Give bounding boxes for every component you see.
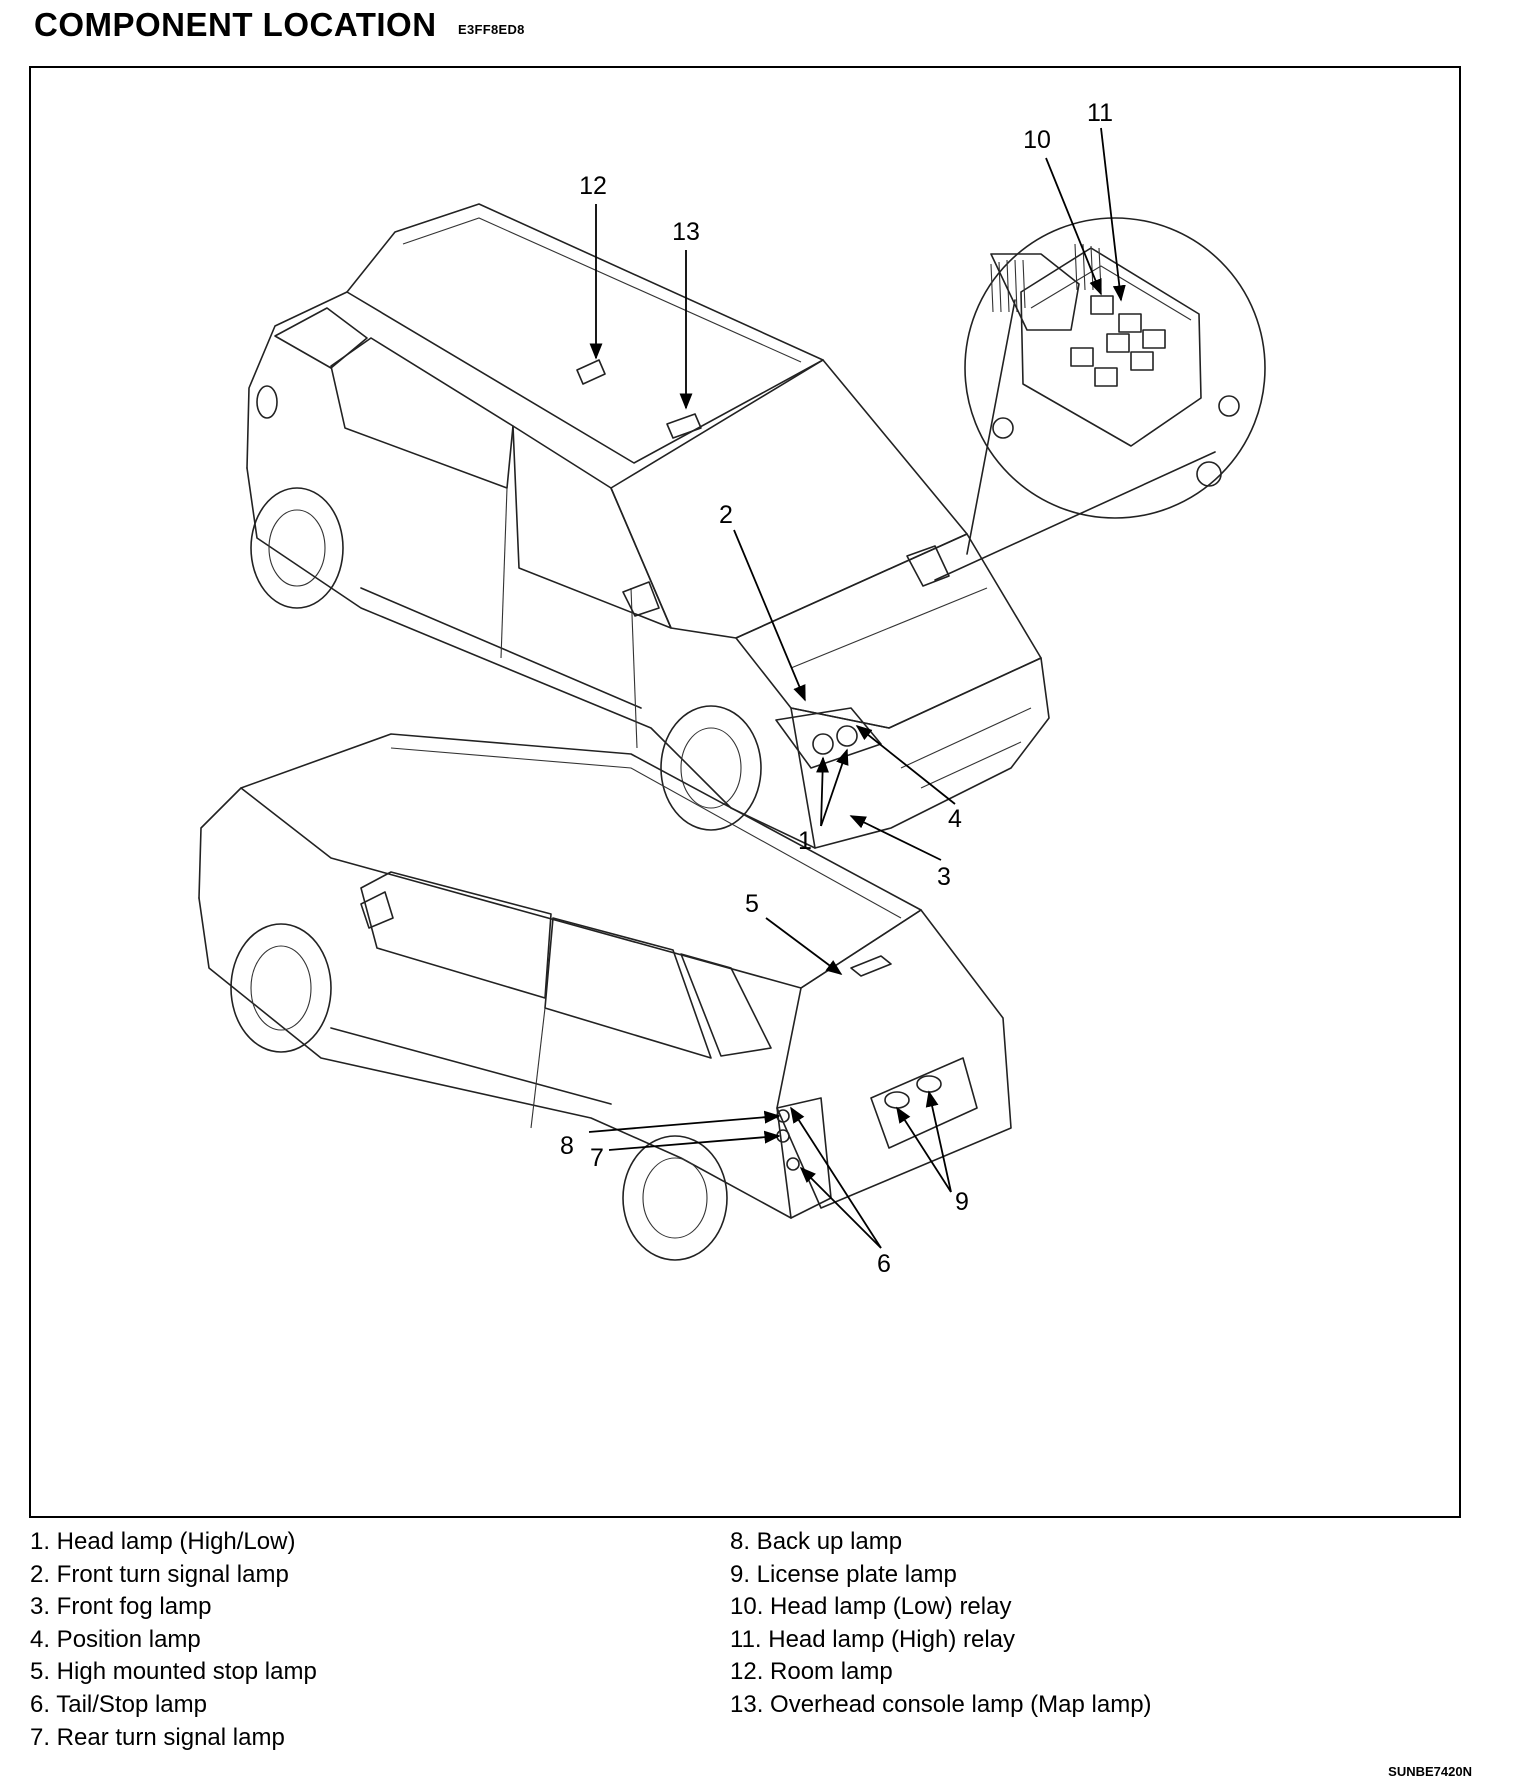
legend-item-8: 8. Back up lamp bbox=[730, 1528, 903, 1555]
legend-left-column: 1. Head lamp (High/Low) 2. Front turn si… bbox=[30, 1526, 317, 1754]
callout-5: 5 bbox=[745, 890, 759, 918]
callout-6: 6 bbox=[877, 1250, 891, 1278]
front-vehicle-rear-pillar bbox=[246, 291, 348, 469]
room-lamp-marker bbox=[576, 359, 606, 385]
rear-vehicle-rear-window bbox=[544, 917, 712, 1059]
figure-code: SUNBE7420N bbox=[1388, 1764, 1472, 1779]
legend-item-4: 4. Position lamp bbox=[30, 1625, 201, 1653]
legend-item-12: 12. Room lamp bbox=[730, 1658, 893, 1686]
callout-3: 3 bbox=[937, 863, 951, 891]
relay-box-detail bbox=[934, 217, 1266, 581]
legend-item-3: 3. Front fog lamp bbox=[30, 1593, 212, 1621]
rear-vehicle-front-window bbox=[360, 871, 552, 999]
legend-item-5: 5. High mounted stop lamp bbox=[30, 1658, 317, 1686]
diagram-frame bbox=[29, 66, 1461, 1518]
front-vehicle-bumper bbox=[790, 657, 1050, 849]
legend-item-1: 1. Head lamp (High/Low) bbox=[30, 1528, 296, 1555]
legend-item-11: 11. Head lamp (High) relay bbox=[730, 1625, 1016, 1653]
detail-circle bbox=[964, 217, 1266, 519]
section-code: E3FF8ED8 bbox=[458, 22, 525, 37]
callout-2: 2 bbox=[719, 501, 733, 529]
legend-item-7: 7. Rear turn signal lamp bbox=[30, 1723, 285, 1751]
fuse-relay-box bbox=[1020, 247, 1202, 447]
callout-numbers: 1 2 3 4 5 6 7 8 9 10 11 12 13 bbox=[560, 99, 1113, 1278]
legend-item-13: 13. Overhead console lamp (Map lamp) bbox=[730, 1690, 1152, 1718]
legend-item-6: 6. Tail/Stop lamp bbox=[30, 1690, 207, 1718]
rear-vehicle-plate-recess bbox=[870, 1057, 978, 1149]
rear-view-vehicle bbox=[198, 733, 1012, 1261]
legend-item-2: 2. Front turn signal lamp bbox=[30, 1560, 289, 1588]
legend-item-10: 10. Head lamp (Low) relay bbox=[730, 1593, 1012, 1621]
callout-12: 12 bbox=[579, 172, 607, 200]
callout-8: 8 bbox=[560, 1132, 574, 1160]
rear-vehicle-rear-wheel bbox=[622, 1135, 728, 1261]
callout-4: 4 bbox=[948, 805, 962, 833]
front-vehicle-front-wheel bbox=[660, 705, 762, 831]
callout-1: 1 bbox=[798, 827, 812, 855]
component-location-diagram: 1 2 3 4 5 6 7 8 9 10 11 12 13 bbox=[198, 99, 1266, 1278]
front-vehicle-headlamp-housing bbox=[775, 707, 882, 769]
front-vehicle-hood bbox=[735, 533, 1042, 729]
legend-item-9: 9. License plate lamp bbox=[730, 1560, 957, 1588]
high-mount-stop-lamp-marker bbox=[850, 955, 892, 977]
page-title: COMPONENT LOCATION bbox=[34, 6, 437, 43]
callout-11: 11 bbox=[1087, 99, 1113, 127]
front-view-vehicle bbox=[246, 203, 1050, 849]
rear-vehicle-windshield-edge bbox=[198, 787, 242, 899]
front-vehicle-windshield bbox=[610, 359, 968, 639]
map-lamp-marker bbox=[666, 413, 702, 439]
front-vehicle-rear-window bbox=[330, 337, 514, 489]
legend-right-column: 8. Back up lamp 9. License plate lamp 10… bbox=[730, 1526, 1152, 1722]
callout-10: 10 bbox=[1023, 126, 1051, 154]
front-vehicle-roof bbox=[346, 203, 824, 464]
rear-vehicle-front-wheel bbox=[230, 923, 332, 1053]
rear-vehicle-tailgate bbox=[776, 909, 1012, 1209]
callout-9: 9 bbox=[955, 1188, 969, 1216]
front-vehicle-rear-wheel bbox=[250, 487, 344, 609]
relay-box-marker bbox=[906, 545, 950, 587]
leader-lines bbox=[588, 127, 1126, 1249]
rear-vehicle-roof bbox=[240, 733, 922, 989]
callout-7: 7 bbox=[590, 1144, 604, 1172]
callout-13: 13 bbox=[672, 218, 700, 246]
